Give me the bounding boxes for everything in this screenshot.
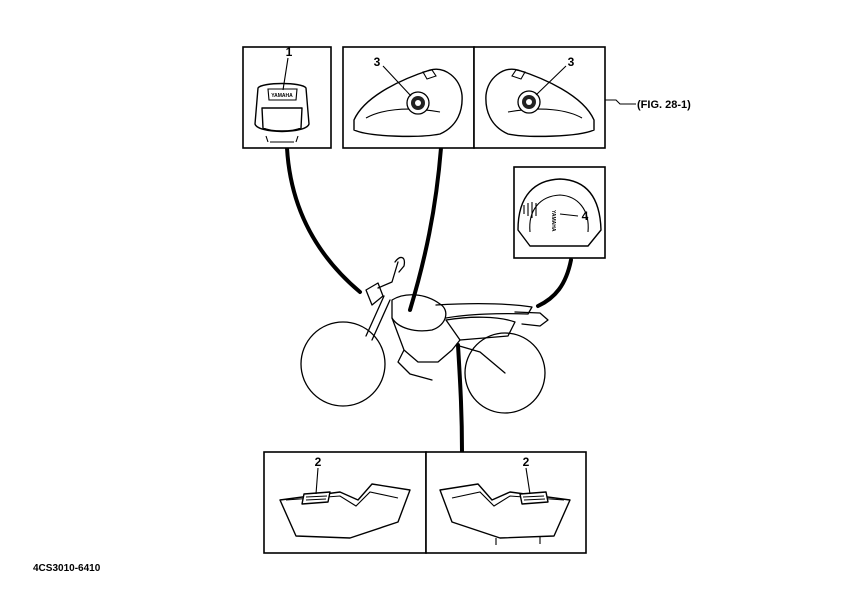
callout-3-left: 3 bbox=[374, 55, 381, 69]
figure-reference: (FIG. 28-1) bbox=[637, 99, 691, 111]
callout-1: 1 bbox=[286, 45, 293, 59]
headlight-cover-icon: YAMAHA bbox=[254, 82, 310, 143]
leader-lines bbox=[285, 146, 573, 454]
svg-text:YAMAHA: YAMAHA bbox=[550, 210, 556, 232]
tuning-fork-emblem-icon bbox=[517, 90, 541, 114]
front-wheel bbox=[300, 321, 386, 407]
frame bbox=[391, 317, 506, 381]
leader-side-cover bbox=[456, 343, 464, 454]
handlebar bbox=[377, 256, 406, 289]
rear-wheel bbox=[464, 332, 546, 414]
rear-fender bbox=[514, 311, 549, 327]
callout-box-side-covers: 2 2 bbox=[263, 451, 587, 554]
number-plate bbox=[365, 282, 384, 306]
svg-text:YAMAHA: YAMAHA bbox=[271, 93, 293, 99]
callout-2-right: 2 bbox=[523, 455, 530, 469]
rear-fender-icon: YAMAHA bbox=[517, 178, 602, 247]
leader-headlight bbox=[285, 146, 362, 294]
front-fork bbox=[365, 295, 391, 341]
leader-rear-fender bbox=[536, 258, 573, 308]
motorcycle-silhouette-icon bbox=[300, 256, 549, 414]
callout-box-tank-right: 3 bbox=[473, 46, 606, 149]
figure-reference-bracket bbox=[605, 99, 636, 105]
part-code: 4CS3010-6410 bbox=[33, 563, 101, 574]
callout-box-headlight: YAMAHA 1 bbox=[242, 45, 332, 149]
callout-2-left: 2 bbox=[315, 455, 322, 469]
seat bbox=[435, 303, 533, 319]
side-cover-icon bbox=[279, 483, 411, 539]
side-cover bbox=[445, 316, 516, 341]
leader-tank bbox=[408, 146, 443, 312]
callout-box-tank-left: 3 bbox=[342, 46, 475, 149]
callout-box-rear-fender: YAMAHA 4 bbox=[513, 166, 606, 259]
tuning-fork-emblem-icon bbox=[406, 91, 430, 115]
side-cover-icon bbox=[439, 483, 571, 545]
fuel-tank bbox=[391, 294, 447, 332]
callout-4: 4 bbox=[582, 209, 589, 223]
callout-3-right: 3 bbox=[568, 55, 575, 69]
